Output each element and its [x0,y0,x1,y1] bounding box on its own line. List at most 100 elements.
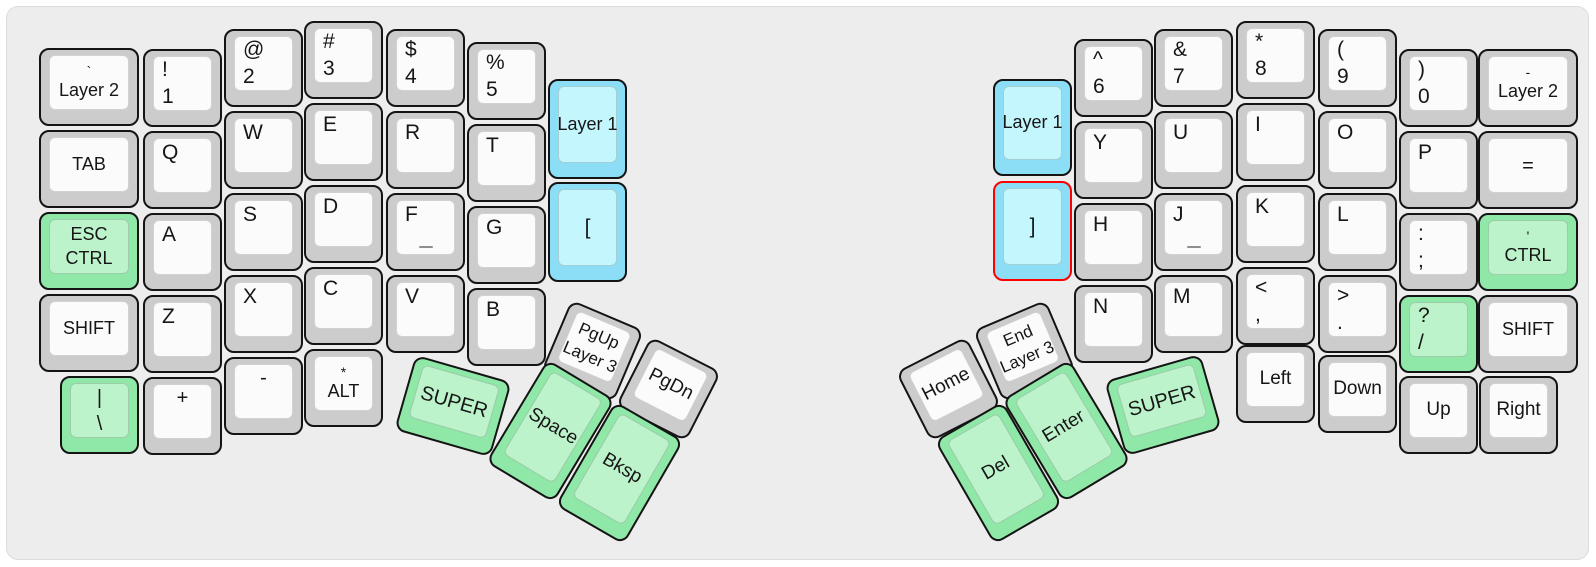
key-pipe-backslash[interactable]: |\ [60,376,139,454]
key-legend: , [1255,303,1261,326]
key-minus-layer2-keytop: -Layer 2 [1488,56,1568,111]
key-h[interactable]: H [1074,203,1153,281]
key-t-legends: T [478,132,535,185]
key-equals[interactable]: = [1478,131,1578,209]
key-at-2[interactable]: @2 [224,29,303,107]
key-legend: SUPER [418,381,491,422]
key-d[interactable]: D [304,185,383,263]
key-lparen-9[interactable]: (9 [1318,29,1397,107]
key-quote-ctrl[interactable]: 'CTRL [1478,213,1578,291]
key-question-slash-keytop: ?/ [1409,302,1468,357]
key-rparen-0[interactable]: )0 [1399,49,1478,127]
key-shift-right[interactable]: SHIFT [1478,295,1578,373]
key-layer1-left[interactable]: Layer 1 [548,79,627,179]
key-g[interactable]: G [467,206,546,284]
key-legend: # [323,30,335,53]
key-legend: ) [1418,58,1425,81]
key-up[interactable]: Up [1399,376,1478,454]
key-super-right-keytop: SUPER [1115,363,1208,439]
key-shift-left-keytop: SHIFT [49,301,129,356]
key-legend: H [1093,213,1109,236]
key-percent-5[interactable]: %5 [467,42,546,120]
key-v[interactable]: V [386,275,465,353]
key-z[interactable]: Z [143,295,222,373]
key-home-legends: Home [909,348,984,421]
key-n-keytop: N [1084,292,1143,347]
key-q[interactable]: Q [143,131,222,209]
key-legend: R [405,121,421,144]
key-legend: / [1418,331,1424,354]
key-legend: Layer 2 [58,79,120,100]
key-minus[interactable]: - [224,357,303,435]
key-super-right[interactable]: SUPER [1104,353,1222,457]
key-e[interactable]: E [304,103,383,181]
key-x[interactable]: X [224,275,303,353]
key-legend: V [405,285,420,308]
key-amp-7[interactable]: &7 [1154,29,1233,107]
key-colon-semicolon-keytop: :; [1409,220,1468,275]
key-m[interactable]: M [1154,275,1233,353]
key-n[interactable]: N [1074,285,1153,363]
key-shift-left[interactable]: SHIFT [39,294,139,372]
key-legend: 3 [323,57,335,80]
key-y[interactable]: Y [1074,121,1153,199]
key-star-alt[interactable]: *ALT [304,349,383,427]
key-grave-layer2[interactable]: `Layer 2 [39,48,139,126]
key-k[interactable]: K [1236,185,1315,263]
key-u[interactable]: U [1154,111,1233,189]
key-i[interactable]: I [1236,103,1315,181]
key-left-legends: Left [1247,353,1304,406]
key-layer1-right[interactable]: Layer 1 [993,79,1072,176]
key-rbracket[interactable]: ] [993,181,1072,281]
key-tab[interactable]: TAB [39,130,139,208]
key-rbracket-keytop: ] [1003,188,1062,265]
key-plus[interactable]: + [143,377,222,455]
key-caret-6[interactable]: ^6 [1074,39,1153,117]
key-legend: Y [1093,131,1108,154]
key-hash-3[interactable]: #3 [304,21,383,99]
key-legend: Right [1496,399,1541,421]
key-legend: * [340,363,347,380]
key-right[interactable]: Right [1479,376,1558,454]
key-f[interactable]: F [386,193,465,271]
key-colon-semicolon[interactable]: :; [1399,213,1478,291]
key-o[interactable]: O [1318,111,1397,189]
key-c[interactable]: C [304,267,383,345]
key-legend: ( [1337,38,1344,61]
key-down[interactable]: Down [1318,355,1397,433]
key-star-alt-legends: *ALT [315,357,372,410]
key-p-keytop: P [1409,138,1468,193]
key-legend: G [486,216,503,239]
key-exclam-1[interactable]: !1 [143,49,222,127]
key-t[interactable]: T [467,124,546,202]
key-question-slash[interactable]: ?/ [1399,295,1478,373]
key-super-left[interactable]: SUPER [394,354,512,458]
key-p[interactable]: P [1399,131,1478,209]
key-star-8[interactable]: *8 [1236,21,1315,99]
key-tab-legends: TAB [50,138,128,191]
key-l[interactable]: L [1318,193,1397,271]
key-gt-period[interactable]: >. [1318,275,1397,353]
key-legend: O [1337,121,1354,144]
key-b[interactable]: B [467,288,546,366]
key-legend: Space [524,403,582,450]
key-r[interactable]: R [386,111,465,189]
key-at-2-keytop: @2 [234,36,293,91]
key-w[interactable]: W [224,111,303,189]
key-legend: 0 [1418,85,1430,108]
key-lbracket[interactable]: [ [548,182,627,282]
key-s[interactable]: S [224,193,303,271]
key-left[interactable]: Left [1236,345,1315,423]
key-e-legends: E [315,111,372,164]
key-b-legends: B [478,296,535,349]
key-lt-comma[interactable]: <, [1236,267,1315,345]
key-question-slash-legends: ?/ [1410,303,1467,356]
key-legend: Del [978,452,1014,485]
key-legend: CTRL [1504,244,1552,265]
key-minus-layer2[interactable]: -Layer 2 [1478,49,1578,127]
key-dollar-4-keytop: $4 [396,36,455,91]
key-a[interactable]: A [143,213,222,291]
key-j[interactable]: J [1154,193,1233,271]
key-dollar-4[interactable]: $4 [386,29,465,107]
